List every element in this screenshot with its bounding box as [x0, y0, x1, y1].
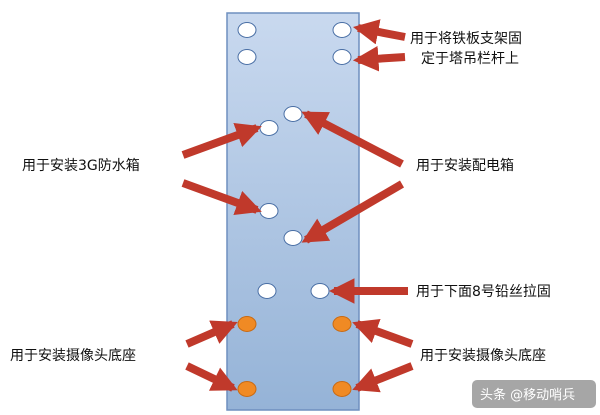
label-waterproof-box: 用于安装3G防水箱	[22, 158, 140, 174]
camera-holes	[237, 316, 352, 397]
arrow-camera-right-top	[352, 318, 414, 348]
arrow-waterproof-bottom	[181, 179, 262, 216]
label-distribution-box: 用于安装配电箱	[416, 158, 514, 174]
wire-holes	[257, 283, 330, 299]
arrow-bracket-top	[352, 19, 406, 45]
arrow-bracket-bottom	[352, 45, 406, 72]
watermark: 头条 @移动哨兵	[472, 380, 596, 408]
label-wire-fixing: 用于下面8号铅丝拉固	[416, 284, 551, 300]
arrow-waterproof-top	[181, 122, 262, 159]
hole-distribution-top	[283, 106, 303, 122]
mounting-plate	[226, 12, 360, 411]
hole-wire-left	[257, 283, 277, 299]
hole-bracket-lower-left	[237, 49, 257, 65]
label-camera-base-left: 用于安装摄像头底座	[10, 348, 136, 364]
bracket-holes	[237, 22, 352, 65]
label-bracket-line2: 定于塔吊栏杆上	[421, 51, 519, 67]
arrow-camera-right-bottom	[352, 362, 414, 393]
watermark-text: 头条 @移动哨兵	[480, 387, 575, 403]
hole-camera-top-left	[237, 316, 257, 332]
hole-bracket-top-left	[237, 22, 257, 38]
callout-arrows	[181, 19, 414, 393]
arrow-camera-left-bottom	[185, 362, 238, 392]
label-bracket-line1: 用于将铁板支架固	[410, 31, 522, 47]
hole-camera-top-right	[332, 316, 352, 332]
hole-bracket-lower-right	[332, 49, 352, 65]
hole-distribution-bottom	[283, 230, 303, 246]
hole-waterproof-top	[259, 120, 279, 136]
callout-labels: 用于将铁板支架固 定于塔吊栏杆上 用于安装3G防水箱 用于安装配电箱 用于下面8…	[10, 31, 551, 364]
hole-bracket-top-right	[332, 22, 352, 38]
hole-waterproof-bottom	[259, 203, 279, 219]
hole-wire-right	[310, 283, 330, 299]
arrow-distribution-top	[301, 110, 404, 168]
arrow-distribution-bottom	[301, 180, 405, 244]
hole-camera-bottom-left	[237, 381, 257, 397]
box-holes	[259, 106, 303, 246]
hole-camera-bottom-right	[332, 381, 352, 397]
label-camera-base-right: 用于安装摄像头底座	[420, 348, 546, 364]
arrow-camera-left-top	[185, 320, 238, 348]
